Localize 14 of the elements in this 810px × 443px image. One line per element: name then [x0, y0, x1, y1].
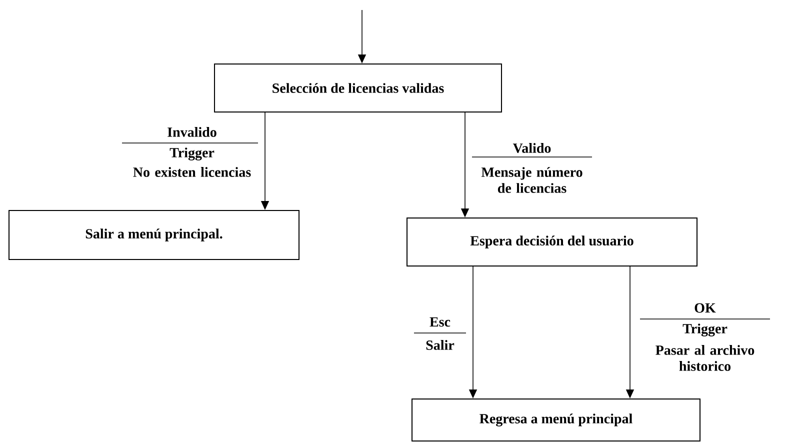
process-box: Regresa a menú principal	[412, 398, 700, 442]
transition-note: Pasar al archivo historico	[656, 345, 754, 371]
edge-label: Esc	[430, 317, 450, 327]
process-box: Salir a menú principal.	[8, 210, 300, 260]
transition-note: Trigger	[682, 324, 728, 336]
edge-label: Invalido	[168, 127, 216, 137]
transition-note: Trigger	[170, 148, 214, 160]
transition-note: Salir	[426, 340, 454, 350]
process-box: Selección de licencias validas	[214, 64, 502, 112]
process-box: Espera decisión del usuario	[406, 218, 698, 266]
transition-note: No existen licencias	[133, 167, 251, 177]
transition-note: Mensaje número de licencias	[481, 167, 582, 193]
edge-label: Valido	[512, 143, 551, 153]
edge-label: OK	[694, 303, 716, 313]
